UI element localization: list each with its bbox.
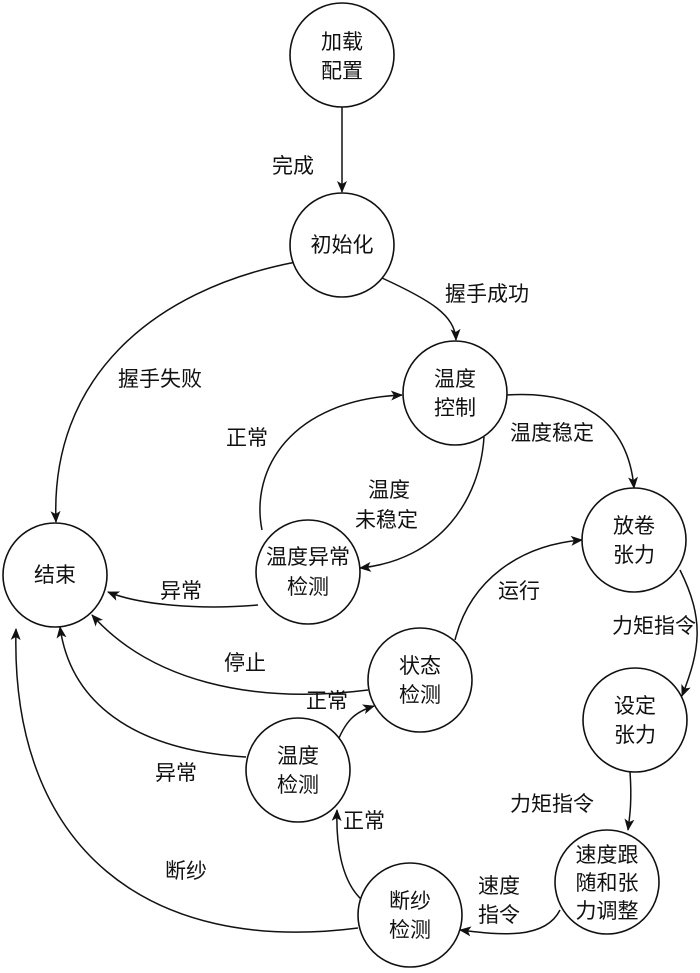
svg-text:温度异常: 温度异常 [266,545,350,569]
edge-speed-cmd [459,909,561,937]
edge-normal-1 [259,390,403,531]
node-end: 结束 [2,522,108,628]
edge-abnormal-1 [107,591,259,608]
svg-text:随和张: 随和张 [576,871,639,895]
node-break-check: 断纱 检测 [357,862,463,968]
svg-text:力调整: 力调整 [576,899,639,923]
label-normal-1: 正常 [226,426,268,450]
node-temp-abnormal-check: 温度异常 检测 [255,519,361,625]
label-abnormal-1: 异常 [160,579,202,603]
node-load-config: 加载 配置 [289,2,395,108]
svg-text:速度跟: 速度跟 [576,843,639,867]
svg-text:控制: 控制 [434,396,476,420]
edges [10,107,698,937]
edge-torque-1 [679,569,698,697]
svg-text:初始化: 初始化 [311,233,374,257]
edge-abnormal-2 [56,626,247,758]
edge-normal-3 [331,809,363,901]
label-torque-2: 力矩指令 [510,792,594,816]
label-handshake-ok: 握手成功 [445,282,529,306]
label-speed-cmd-1: 速度 [478,874,520,898]
node-temp-check: 温度 检测 [245,717,351,823]
label-handshake-fail: 握手失败 [118,367,202,391]
label-temp-unstable-1: 温度 [368,478,410,502]
edge-run [454,535,583,641]
edge-torque-2 [624,771,635,831]
label-complete: 完成 [272,154,314,178]
edge-temp-unstable [359,436,485,572]
edge-stop [91,614,369,695]
label-stop: 停止 [224,651,266,675]
label-yarn-break: 断纱 [165,859,207,883]
node-temp-control: 温度 控制 [402,340,508,446]
node-speed-follow: 速度跟 随和张 力调整 [554,829,660,935]
node-status-check: 状态 检测 [367,627,473,733]
svg-text:加载: 加载 [321,30,363,54]
svg-text:配置: 配置 [321,59,363,83]
svg-text:温度: 温度 [277,744,319,768]
svg-text:检测: 检测 [277,773,319,797]
svg-text:断纱: 断纱 [389,889,431,913]
svg-text:放卷: 放卷 [613,514,655,538]
svg-text:状态: 状态 [399,654,441,678]
edge-handshake-fail [50,261,297,523]
svg-text:张力: 张力 [613,543,655,567]
node-unwind-tension: 放卷 张力 [581,487,687,593]
svg-text:张力: 张力 [614,723,656,747]
label-speed-cmd-2: 指令 [478,903,520,927]
svg-text:检测: 检测 [287,575,329,599]
node-init: 初始化 [289,192,395,298]
node-set-tension: 设定 张力 [582,667,688,773]
label-temp-unstable-2: 未稳定 [355,508,418,532]
label-torque-1: 力矩指令 [612,614,696,638]
label-normal-2: 正常 [306,689,348,713]
label-normal-3: 正常 [343,809,385,833]
edge-temp-stable [505,393,639,489]
edge-labels: 完成 握手成功 握手失败 正常 温度稳定 温度 未稳定 异常 运行 力矩指令 停… [118,154,696,927]
edge-handshake-ok [381,277,461,341]
edge-yarn-break [10,628,359,933]
svg-text:结束: 结束 [34,563,76,587]
svg-text:检测: 检测 [389,918,431,942]
svg-text:温度: 温度 [434,367,476,391]
label-temp-stable: 温度稳定 [510,421,594,445]
label-abnormal-2: 异常 [155,761,197,785]
svg-text:检测: 检测 [399,683,441,707]
svg-text:设定: 设定 [614,694,656,718]
label-run: 运行 [498,579,540,603]
